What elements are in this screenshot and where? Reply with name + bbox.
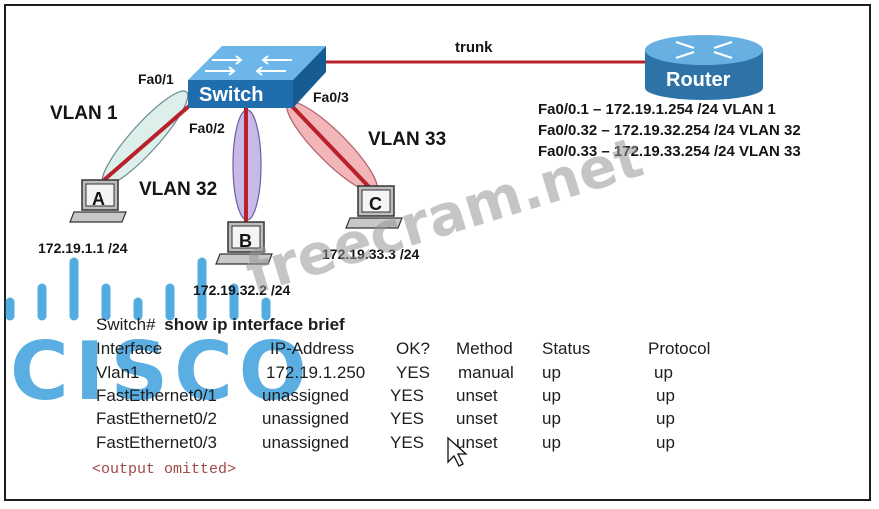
port-fa0-2: Fa0/2 [189, 120, 225, 136]
table-row-cell: unset [456, 433, 498, 452]
host-c-computer[interactable] [345, 185, 403, 229]
vlan1-label: VLAN 1 [50, 103, 118, 124]
cli-header-ip: IP-Address [270, 339, 355, 358]
port-fa0-1: Fa0/1 [138, 71, 174, 87]
table-row-cell: YES [390, 409, 425, 428]
table-row-cell: up [542, 386, 561, 405]
table-row-cell: unset [456, 386, 498, 405]
cli-header-interface: Interface [96, 339, 163, 358]
table-row-cell: unassigned [262, 409, 349, 428]
diagram-frame [4, 4, 871, 501]
table-row-cell: up [542, 433, 561, 452]
cli-header-status: Status [542, 339, 591, 358]
table-row-cell: FastEthernet0/2 [96, 409, 217, 428]
table-row-cell: up [656, 386, 675, 405]
router-subif-32: Fa0/0.32 – 172.19.32.254 /24 VLAN 32 [538, 122, 801, 139]
host-b-ip: 172.19.32.2 /24 [193, 282, 291, 298]
table-row-cell: up [656, 409, 675, 428]
link-switch-a [102, 98, 198, 182]
table-row-cell: YES [396, 363, 431, 382]
output-omitted-note: <output omitted> [92, 461, 237, 478]
cli-header-ok: OK? [396, 339, 431, 358]
host-b-computer[interactable] [215, 221, 273, 265]
table-row-cell: up [656, 433, 675, 452]
cisco-logo-text: CISCO [10, 325, 313, 418]
table-row-cell: up [654, 363, 673, 382]
router-label: Router [666, 69, 731, 91]
table-row-cell: YES [390, 386, 425, 405]
host-c-letter: C [369, 194, 382, 214]
table-row-cell: manual [458, 363, 514, 382]
trunk-label: trunk [455, 39, 493, 56]
mouse-cursor-icon [447, 436, 468, 467]
cli-command-line: Switch# show ip interface brief [96, 316, 345, 333]
host-a-ip: 172.19.1.1 /24 [38, 240, 128, 256]
host-b-letter: B [239, 231, 252, 251]
host-a-letter: A [92, 189, 105, 209]
table-row-cell: unassigned [262, 386, 349, 405]
port-fa0-3: Fa0/3 [313, 89, 349, 105]
link-switch-c [286, 100, 372, 190]
router-device[interactable] [645, 35, 763, 100]
router-subif-1: Fa0/0.1 – 172.19.1.254 /24 VLAN 1 [538, 101, 776, 118]
table-row-cell: FastEthernet0/3 [96, 433, 217, 452]
table-row-cell: Vlan1 [96, 363, 140, 382]
switch-label: Switch [199, 84, 264, 106]
vlan32-label: VLAN 32 [139, 179, 218, 200]
table-row-cell: up [542, 363, 561, 382]
table-row-cell: unset [456, 409, 498, 428]
vlan33-label: VLAN 33 [368, 129, 447, 150]
cisco-logo-bars [5, 257, 271, 321]
host-a-computer[interactable] [69, 179, 127, 223]
cli-header-protocol: Protocol [648, 339, 711, 358]
table-row-cell: unassigned [262, 433, 349, 452]
cli-command: show ip interface brief [164, 315, 345, 334]
switch-device[interactable] [188, 46, 326, 108]
table-row-cell: 172.19.1.250 [266, 363, 366, 382]
host-c-ip: 172.19.33.3 /24 [322, 246, 420, 262]
table-row-cell: up [542, 409, 561, 428]
table-row-cell: YES [390, 433, 425, 452]
cli-header-method: Method [456, 339, 513, 358]
cli-prompt: Switch# [96, 315, 156, 334]
table-row-cell: FastEthernet0/1 [96, 386, 217, 405]
router-subif-33: Fa0/0.33 – 172.19.33.254 /24 VLAN 33 [538, 143, 801, 160]
